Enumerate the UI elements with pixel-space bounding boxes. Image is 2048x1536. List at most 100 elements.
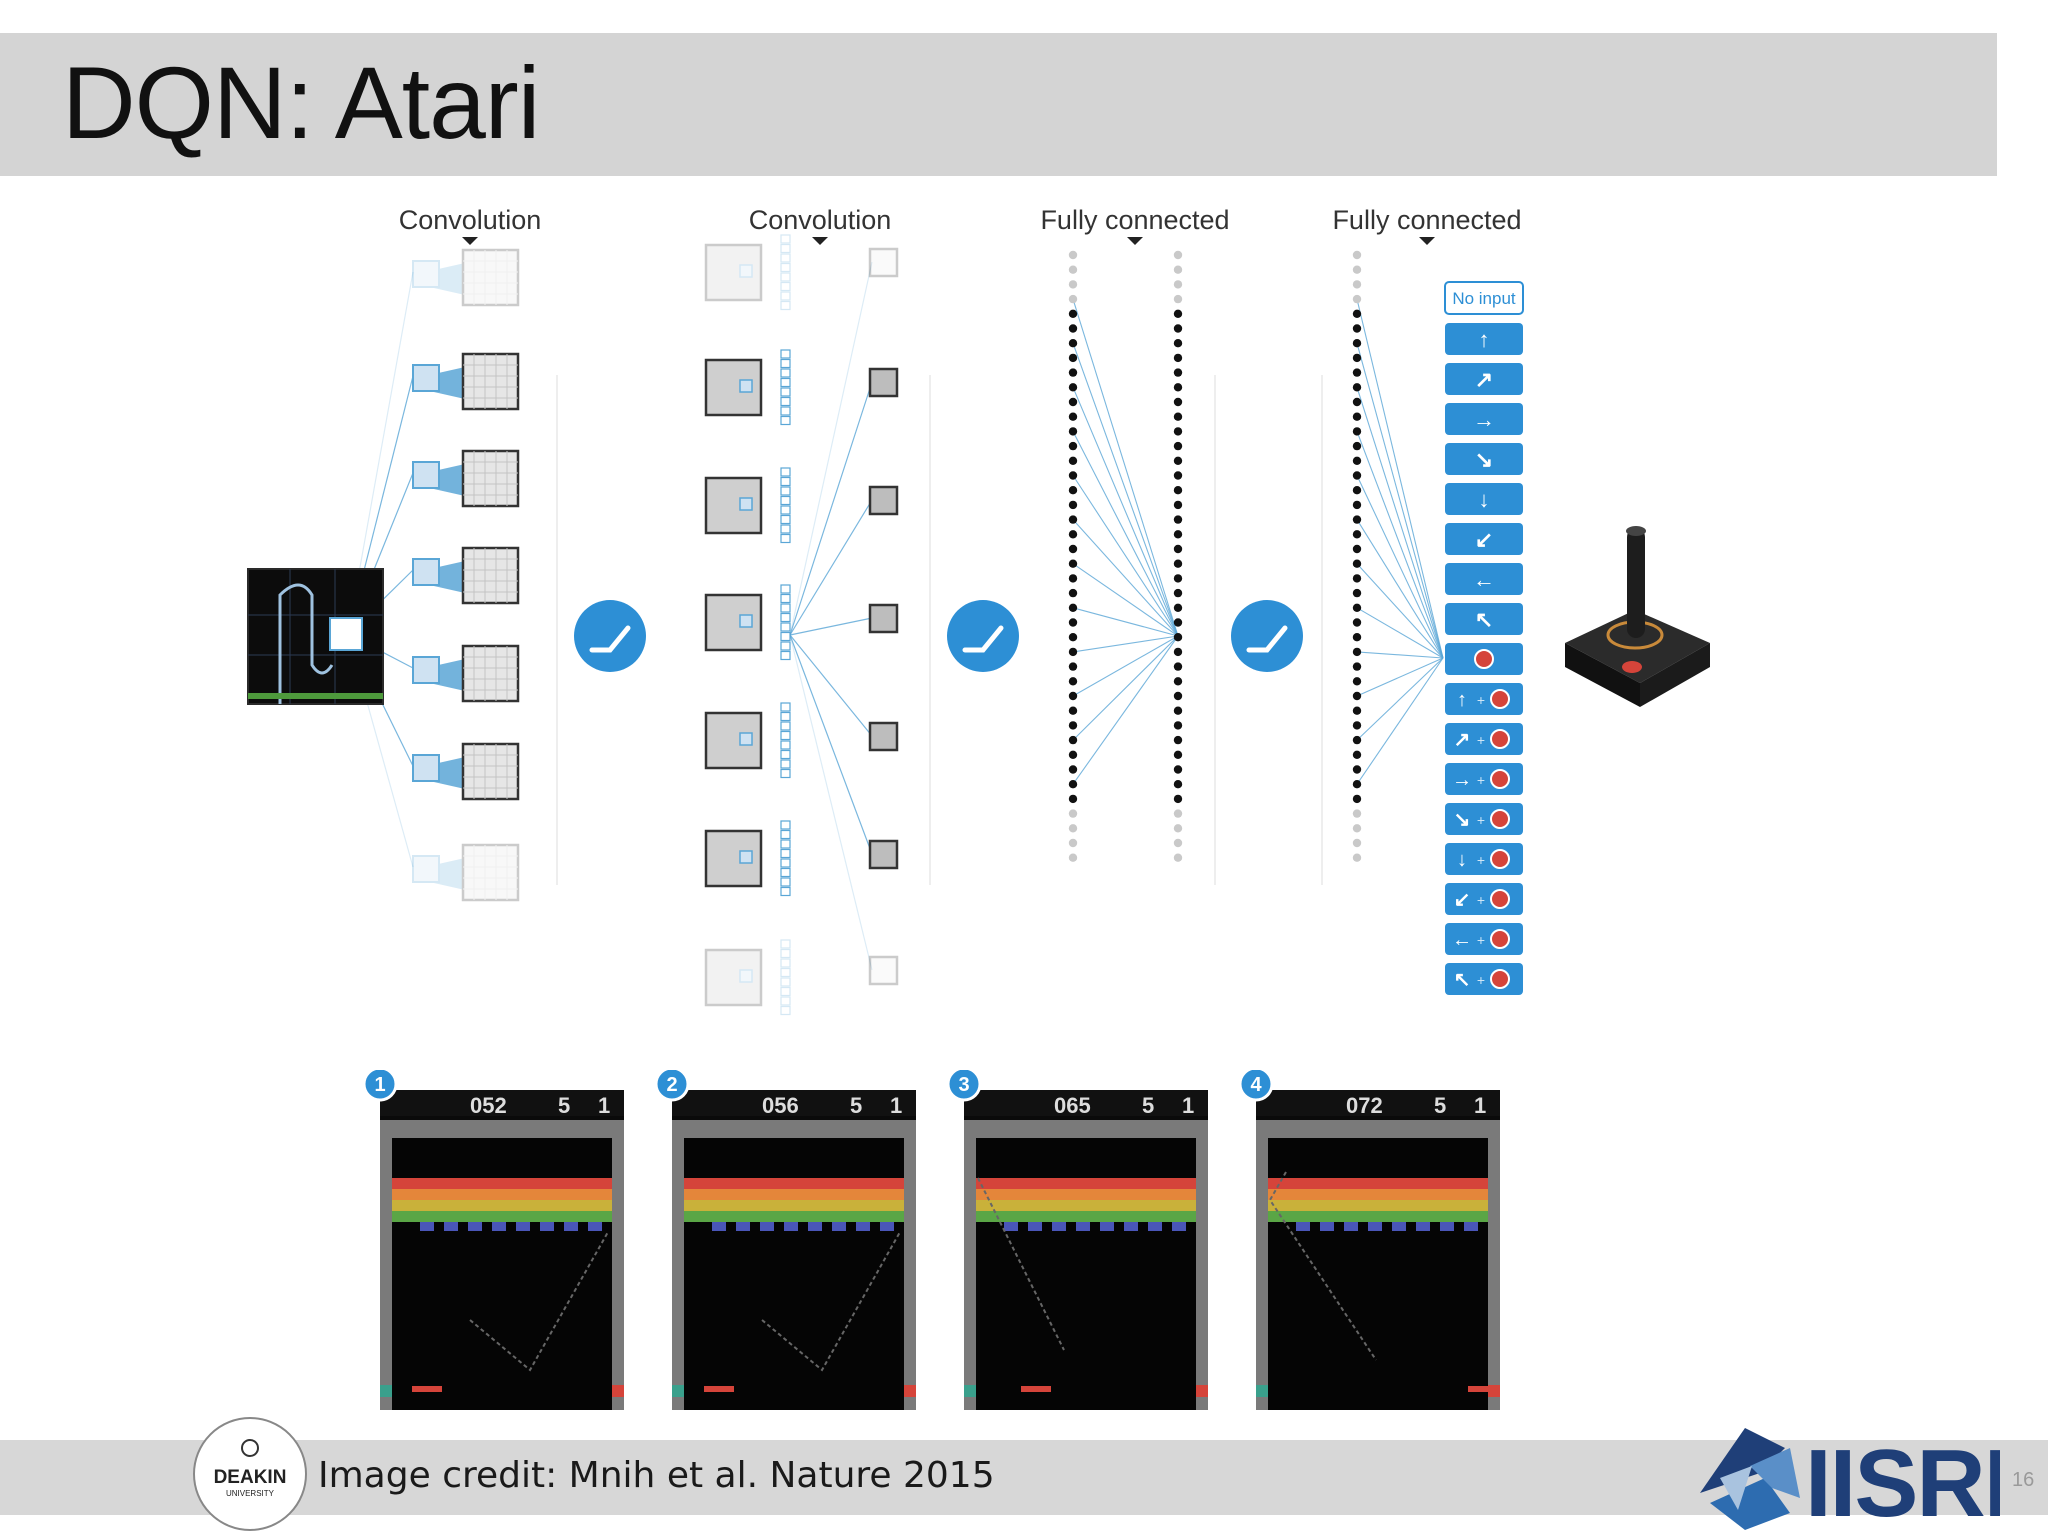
- conv1-filter: [412, 260, 440, 288]
- conv2-connection-line: [789, 634, 873, 737]
- fc-unit-dot: [1173, 383, 1183, 392]
- fc1-connection-line: [1072, 635, 1179, 741]
- conv2-channel-cell: [780, 730, 791, 741]
- conv2-map: [704, 243, 763, 302]
- fc-unit-dot: [1352, 647, 1362, 657]
- conv2-channel-cell: [780, 740, 791, 750]
- action-output-15: ↙+: [1445, 883, 1523, 915]
- conv1-map: [461, 843, 520, 902]
- fire-button-icon: [1490, 809, 1510, 829]
- conv1-filter: [412, 364, 440, 392]
- brick-row: [976, 1200, 1196, 1211]
- fc-unit-dot: [1068, 471, 1078, 480]
- direction-arrow-icon: ↓: [1479, 487, 1490, 512]
- fc2-connection-line: [1356, 387, 1444, 659]
- brick-blue: [444, 1222, 458, 1231]
- deakin-crest-icon: [241, 1439, 259, 1457]
- fc-unit-dot: [1352, 500, 1362, 510]
- fc-unit-dot: [1068, 265, 1078, 274]
- fire-button-icon: [1490, 769, 1510, 789]
- conv2-channel-cell: [780, 867, 791, 878]
- conv1-feature-map: [412, 742, 520, 801]
- direction-arrow-icon: ↘: [1475, 447, 1493, 472]
- conv2-output-unit: [868, 485, 899, 516]
- action-output-7: ←: [1445, 563, 1523, 595]
- conv2-channel-cell: [780, 948, 791, 959]
- fc-unit-dot: [1068, 588, 1078, 598]
- action-output-13: ↘+: [1445, 803, 1523, 835]
- fc-unit-dot: [1068, 706, 1078, 715]
- conv2-channel-cell: [780, 234, 791, 244]
- fc-unit-dot: [1173, 588, 1183, 598]
- conv2-filter: [739, 264, 753, 278]
- brick-blue: [1320, 1222, 1334, 1231]
- action-output-10: ↑+: [1445, 683, 1523, 715]
- fire-button-icon: [1490, 889, 1510, 909]
- fc-unit-dot: [1173, 735, 1183, 745]
- wall-marker-left: [672, 1385, 684, 1397]
- fc-unit-dot: [1068, 809, 1078, 818]
- fc-unit-dot: [1068, 647, 1078, 657]
- fc-unit-dot: [1352, 530, 1362, 539]
- action-button: [1445, 443, 1523, 475]
- frame-lives: 5: [1434, 1093, 1446, 1118]
- fc-unit-dot: [1352, 515, 1362, 524]
- brick-blue: [1416, 1222, 1430, 1231]
- fc1-connection-line: [1072, 298, 1179, 637]
- conv2-output-unit: [868, 367, 899, 398]
- wall-marker-left: [1256, 1385, 1268, 1397]
- conv1-map: [461, 742, 520, 801]
- conv2-channel-cell: [780, 281, 791, 292]
- fc-unit-dot: [1352, 383, 1362, 392]
- fc-unit-dot: [1173, 368, 1183, 377]
- conv2-channel-cell: [780, 467, 791, 477]
- fc-unit-dot: [1352, 780, 1362, 789]
- plus-sign: +: [1477, 852, 1485, 868]
- action-output-8: ↖: [1445, 603, 1523, 635]
- fc2-connection-line: [1356, 657, 1444, 785]
- brick-row: [684, 1200, 904, 1211]
- brick-blue: [1100, 1222, 1114, 1231]
- fc-unit-dot: [1352, 618, 1362, 627]
- conv1-feature-map: [412, 449, 520, 508]
- conv2-filter: [739, 969, 753, 983]
- brick-blue: [1004, 1222, 1018, 1231]
- conv2-output-unit: [868, 955, 899, 986]
- conv2-channel-cell: [780, 1005, 791, 1016]
- score-bar: [380, 1090, 624, 1116]
- fc-unit-dot: [1173, 574, 1183, 583]
- brick-blue: [1076, 1222, 1090, 1231]
- conv1-map: [461, 449, 520, 508]
- fc-unit-dot: [1352, 750, 1362, 759]
- iisri-logo: IISRI: [1700, 1428, 2000, 1536]
- fc-unit-dot: [1068, 853, 1078, 862]
- brick-blue: [468, 1222, 482, 1231]
- layer-label-fc2: Fully connected: [1332, 205, 1521, 235]
- fc-unit-dot: [1068, 662, 1078, 671]
- frame-score: 056: [762, 1093, 799, 1118]
- fc-unit-dot: [1068, 633, 1078, 642]
- fire-button-icon: [1490, 689, 1510, 709]
- fc-unit-dot: [1352, 662, 1362, 671]
- conv2-channel-cell: [780, 358, 791, 369]
- fc-unit-dot: [1173, 838, 1183, 848]
- conv2-channel-cell: [780, 977, 791, 987]
- layer-label-fc1: Fully connected: [1040, 205, 1229, 235]
- direction-arrow-icon: →: [1473, 407, 1495, 432]
- fc-unit-dot: [1173, 794, 1183, 804]
- conv2-feature-map: [704, 584, 899, 661]
- fc-unit-dot: [1352, 397, 1362, 407]
- conv2-filter: [739, 379, 753, 393]
- action-output-6: ↙: [1445, 523, 1523, 555]
- fc2-connection-line: [1356, 519, 1444, 659]
- conv2-feature-map: [704, 349, 899, 426]
- brick-blue: [832, 1222, 846, 1231]
- footer-bar: [0, 1440, 2048, 1515]
- plus-sign: +: [1477, 972, 1485, 988]
- brick-blue: [588, 1222, 602, 1231]
- brick-blue: [784, 1222, 798, 1231]
- wall-marker-right: [904, 1385, 916, 1397]
- fc-unit-dot: [1352, 794, 1362, 804]
- fc-unit-dot: [1352, 765, 1362, 774]
- conv2-channel-cell: [780, 486, 791, 496]
